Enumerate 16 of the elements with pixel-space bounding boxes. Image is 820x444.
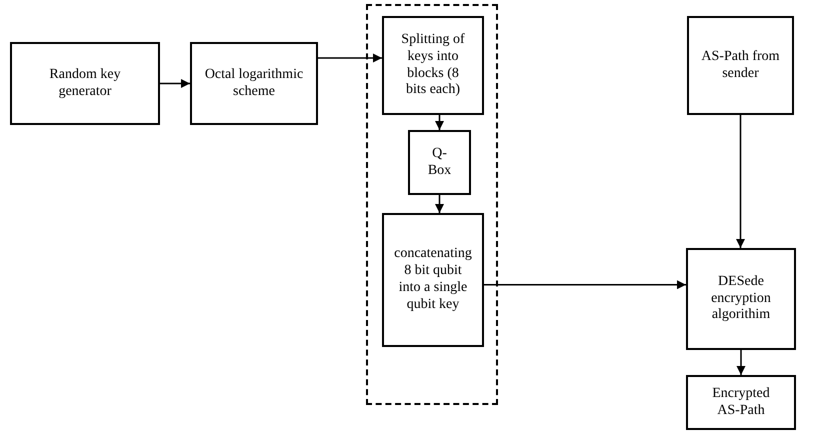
process-box: DESede encryption algorithim — [686, 248, 796, 350]
arrow — [736, 350, 746, 375]
process-box: Octal logarithmic scheme — [190, 42, 318, 125]
dashed-group-box — [366, 4, 498, 405]
process-box: concatenating 8 bit qubit into a single qubit key — [382, 213, 484, 347]
process-box: Random key generator — [10, 42, 160, 125]
process-box: AS-Path from sender — [687, 16, 794, 115]
arrow — [435, 115, 444, 130]
process-box: Encrypted AS-Path — [686, 375, 796, 430]
arrow — [484, 280, 686, 290]
process-box: Splitting of keys into blocks (8 bits each) — [382, 16, 484, 115]
process-box: Q-Box — [408, 130, 471, 195]
arrow — [160, 79, 190, 88]
arrow — [736, 115, 745, 248]
arrow — [318, 54, 382, 62]
arrow — [435, 195, 444, 213]
